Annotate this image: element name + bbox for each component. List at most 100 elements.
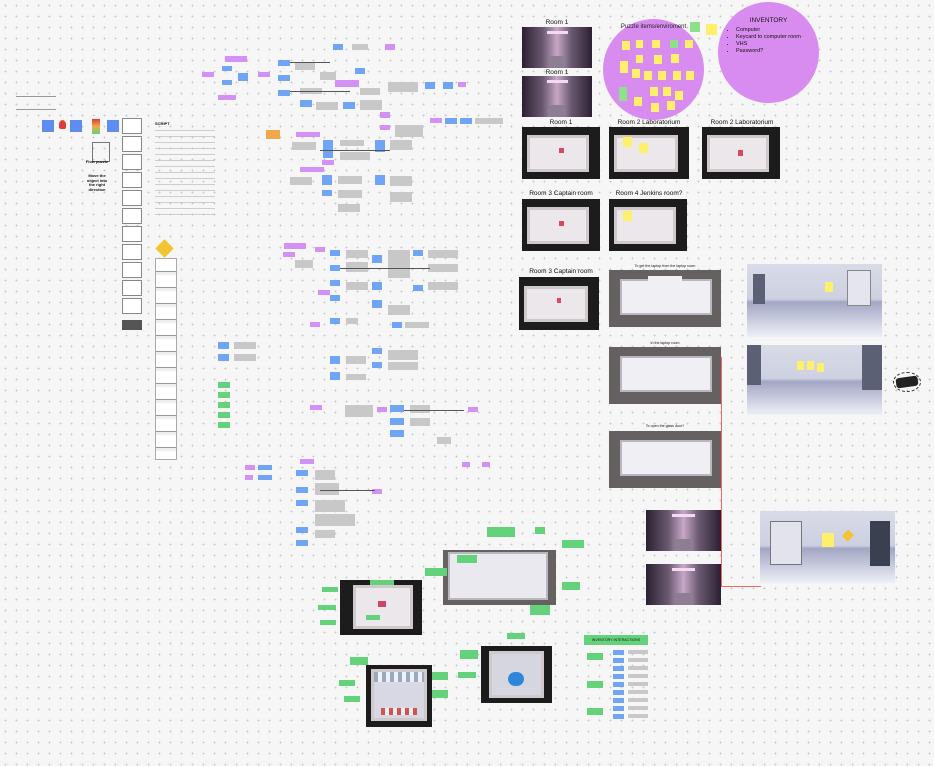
sticky-note[interactable] — [667, 101, 675, 110]
annotation-note[interactable] — [432, 672, 448, 680]
room-screenshot[interactable] — [646, 564, 721, 605]
annotation-note[interactable] — [350, 657, 368, 665]
flow-blue-node[interactable] — [296, 540, 308, 546]
flow-blue-node[interactable] — [218, 354, 229, 361]
annotation-note[interactable] — [457, 555, 477, 563]
annotation-note[interactable] — [318, 605, 336, 610]
render-screenshot[interactable] — [760, 511, 895, 583]
flow-purple-node[interactable] — [462, 462, 470, 467]
flow-blue-node[interactable] — [460, 118, 472, 124]
flow-grey-node[interactable] — [338, 190, 362, 198]
annotation-note[interactable] — [425, 568, 447, 576]
interaction-action[interactable] — [613, 690, 624, 695]
flow-blue-node[interactable] — [355, 68, 365, 74]
flow-blue-node[interactable] — [445, 118, 457, 124]
flow-green-node[interactable] — [218, 412, 230, 418]
flow-grey-node[interactable] — [410, 405, 430, 413]
flow-purple-node[interactable] — [310, 405, 322, 410]
flow-purple-node[interactable] — [380, 112, 390, 118]
floorplan-screenshot[interactable] — [609, 270, 721, 327]
flow-grey-node[interactable] — [390, 192, 412, 202]
annotation-note[interactable] — [460, 650, 478, 659]
flow-blue-node[interactable] — [222, 66, 232, 71]
flow-green-node[interactable] — [218, 402, 230, 408]
flow-blue-node[interactable] — [238, 73, 248, 81]
flow-green-node[interactable] — [218, 392, 230, 398]
sticky-note[interactable] — [652, 40, 660, 48]
flow-blue-node[interactable] — [413, 285, 423, 291]
sticky-note[interactable] — [644, 71, 652, 80]
flow-blue-node[interactable] — [278, 90, 290, 96]
flow-grey-node[interactable] — [315, 514, 355, 526]
flow-purple-node[interactable] — [322, 160, 334, 165]
room-screenshot[interactable] — [646, 510, 721, 551]
flow-grey-node[interactable] — [234, 342, 256, 349]
flow-blue-node[interactable] — [390, 430, 404, 437]
flow-blue-node[interactable] — [218, 342, 229, 349]
sticky-note[interactable] — [622, 41, 630, 50]
flow-purple-node[interactable] — [283, 252, 295, 257]
interaction-result[interactable] — [628, 714, 648, 718]
sticky-note[interactable] — [685, 40, 693, 48]
flow-grey-node[interactable] — [390, 140, 412, 150]
flow-purple-node[interactable] — [377, 407, 387, 412]
flow-blue-node[interactable] — [296, 487, 308, 493]
flow-blue-node[interactable] — [425, 82, 435, 89]
room-screenshot[interactable] — [522, 27, 592, 68]
sticky-note[interactable] — [634, 97, 642, 106]
interaction-action[interactable] — [613, 714, 624, 719]
flow-blue-node[interactable] — [343, 102, 355, 109]
annotation-note[interactable] — [344, 696, 360, 702]
flow-blue-node[interactable] — [322, 190, 332, 196]
flow-blue-node[interactable] — [372, 255, 382, 263]
annotation-note[interactable] — [366, 615, 380, 620]
flow-blue-node[interactable] — [323, 140, 333, 158]
flow-blue-node[interactable] — [258, 465, 272, 470]
flow-blue-node[interactable] — [222, 80, 232, 85]
flow-grey-node[interactable] — [346, 250, 368, 258]
flow-grey-node[interactable] — [315, 500, 345, 512]
flow-blue-node[interactable] — [278, 75, 290, 81]
annotation-note[interactable] — [339, 680, 355, 686]
flow-grey-node[interactable] — [290, 177, 312, 185]
sticky-note[interactable] — [686, 71, 694, 80]
sticky-note[interactable] — [706, 24, 717, 35]
room-screenshot[interactable] — [522, 199, 600, 251]
annotation-note[interactable] — [487, 527, 515, 537]
interaction-action[interactable] — [613, 706, 624, 711]
flow-blue-node[interactable] — [300, 100, 312, 107]
render-screenshot[interactable] — [747, 264, 882, 337]
flow-grey-node[interactable] — [346, 282, 368, 290]
flow-blue-node[interactable] — [375, 140, 385, 152]
flow-grey-node[interactable] — [360, 88, 380, 95]
sticky-note[interactable] — [636, 40, 643, 48]
flow-grey-node[interactable] — [315, 530, 335, 538]
flow-blue-node[interactable] — [330, 265, 340, 271]
flow-grey-node[interactable] — [428, 250, 458, 258]
flow-purple-node[interactable] — [218, 95, 236, 100]
sticky-note[interactable] — [651, 103, 659, 112]
interaction-result[interactable] — [628, 658, 648, 662]
floorplan-screenshot[interactable] — [609, 347, 721, 404]
annotated-floorplan[interactable] — [340, 580, 422, 635]
flow-blue-node[interactable] — [372, 348, 382, 354]
flow-green-node[interactable] — [218, 382, 230, 388]
flow-grey-node[interactable] — [388, 82, 418, 92]
flow-blue-node[interactable] — [375, 175, 385, 185]
puzzle-items-circle[interactable]: Puzzle items/enviroment — [603, 19, 704, 120]
flow-blue-node[interactable] — [333, 44, 343, 50]
flow-blue-node[interactable] — [296, 527, 308, 533]
flow-purple-node[interactable] — [300, 459, 314, 464]
flow-blue-node[interactable] — [258, 475, 272, 480]
flow-blue-node[interactable] — [443, 82, 453, 89]
flow-purple-node[interactable] — [385, 44, 395, 50]
flow-blue-node[interactable] — [372, 282, 382, 290]
annotation-note[interactable] — [562, 582, 580, 590]
annotated-floorplan[interactable] — [481, 646, 552, 703]
interaction-action[interactable] — [613, 698, 624, 703]
flow-grey-node[interactable] — [388, 362, 418, 370]
flow-purple-node[interactable] — [380, 125, 390, 130]
flow-purple-node[interactable] — [202, 72, 214, 77]
room-screenshot[interactable] — [519, 277, 599, 330]
sticky-note[interactable] — [632, 69, 640, 78]
